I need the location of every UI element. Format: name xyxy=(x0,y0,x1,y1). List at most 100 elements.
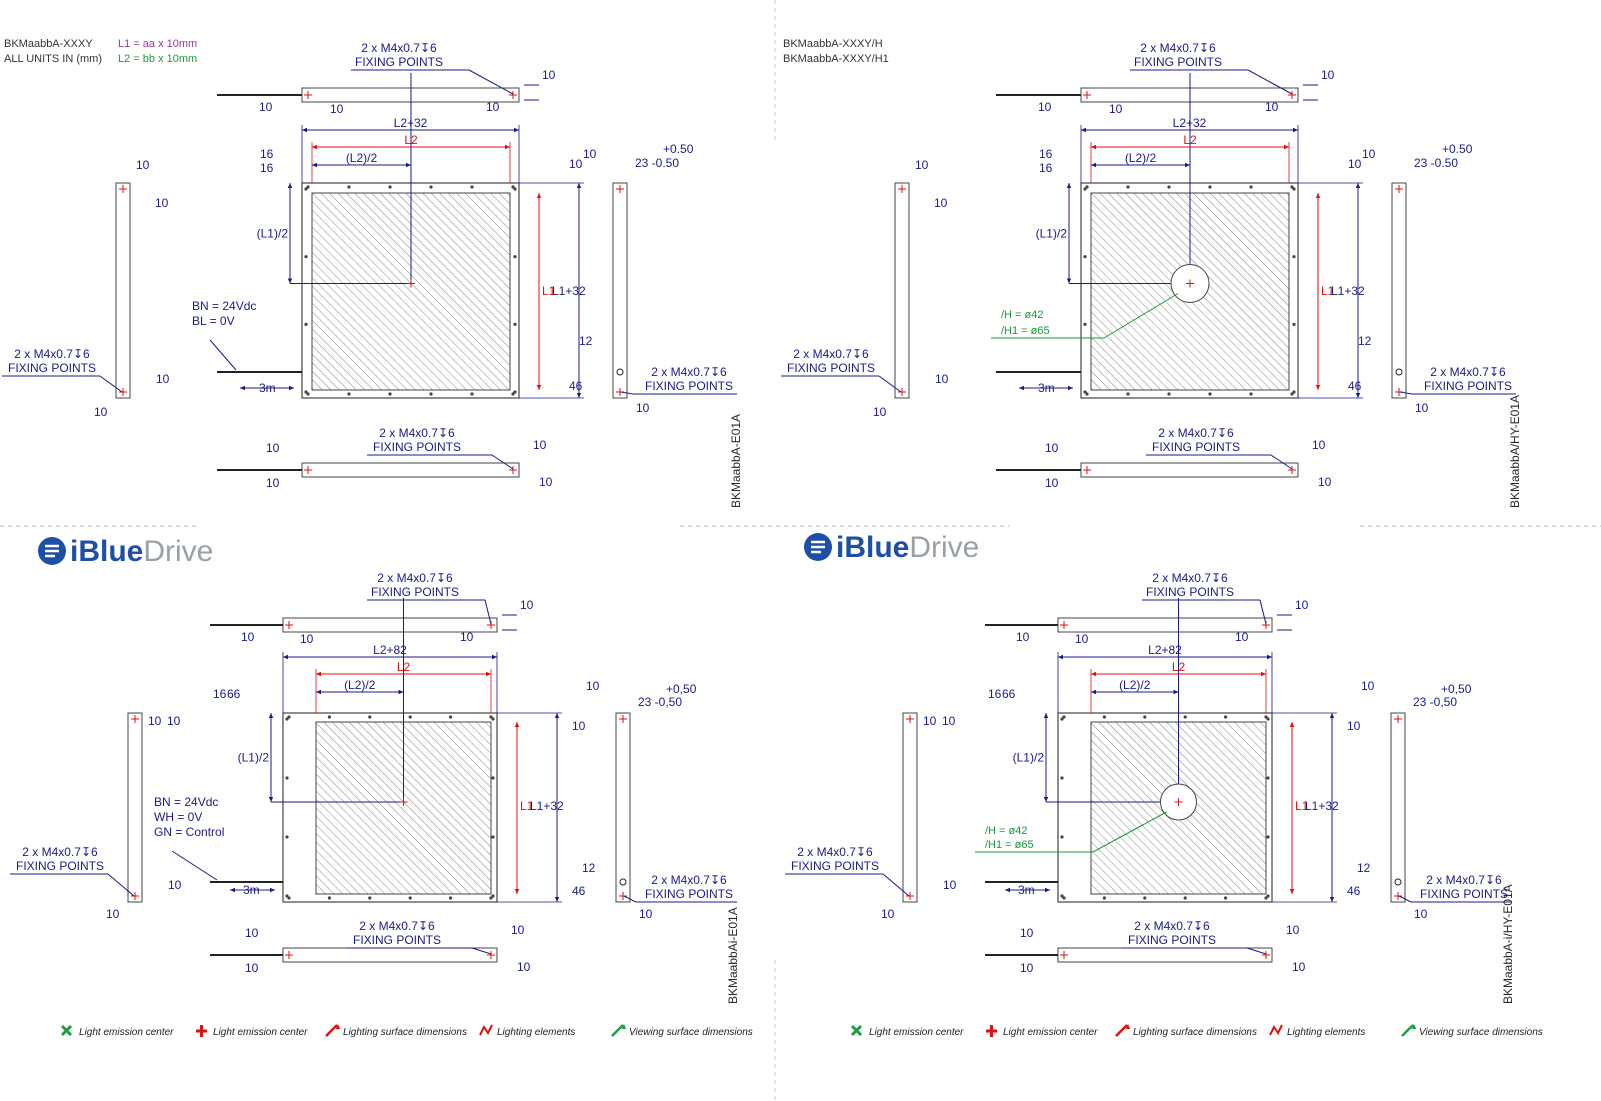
fixing-label: FIXING POINTS xyxy=(645,379,733,393)
fixing-hole xyxy=(1060,894,1064,898)
dimension-label: 10 xyxy=(1235,630,1249,644)
dimension-label: 10 xyxy=(1318,475,1332,489)
arrowhead xyxy=(554,897,560,902)
legend-item: Light emission center xyxy=(986,1025,1098,1038)
dimension-label: 10 xyxy=(1295,598,1309,612)
l2-label: L2 xyxy=(397,660,411,674)
connector-hole xyxy=(619,878,627,886)
arrowhead xyxy=(268,713,274,718)
leader-line xyxy=(1246,947,1267,955)
arrowhead xyxy=(514,722,520,727)
fixing-hole xyxy=(304,322,308,326)
dimension-label: 10 xyxy=(167,714,181,728)
offset-label: 16 xyxy=(260,161,274,175)
fixing-label: FIXING POINTS xyxy=(8,361,96,375)
half-l2-label: (L2)/2 xyxy=(344,678,376,692)
red-arrow-icon xyxy=(1115,1024,1128,1037)
fixing-hole xyxy=(1292,255,1296,259)
fixing-hole xyxy=(347,185,351,189)
dimension-label: 10 xyxy=(330,102,344,116)
dimension-label: 10 xyxy=(1292,960,1306,974)
fixing-label: FIXING POINTS xyxy=(373,440,461,454)
l1-label: L1 xyxy=(1321,284,1335,298)
fixing-hole xyxy=(1102,715,1106,719)
fixing-hole xyxy=(511,392,515,396)
l1-32-label: L1+32 xyxy=(552,284,586,298)
overall-width-label: L2+82 xyxy=(373,643,407,657)
arrowhead xyxy=(1045,887,1050,893)
right-strip-view xyxy=(1390,712,1406,903)
tolerance-lower-label: 23 -0,50 xyxy=(638,695,682,709)
fixing-hole xyxy=(287,896,291,900)
wiring-label: BL = 0V xyxy=(192,314,235,328)
arrowhead xyxy=(335,1024,341,1029)
arrowhead xyxy=(1293,127,1298,133)
dimension-label: 10 xyxy=(915,158,929,172)
legend-label: Lighting elements xyxy=(1287,1027,1365,1038)
l1-definition: L1 = aa x 10mm xyxy=(118,38,197,50)
legend-item: Viewing surface dimensions xyxy=(611,1024,753,1038)
tolerance-upper-label: +0.50 xyxy=(1442,142,1473,156)
fixing-spec: 2 x M4x0.7↧6 xyxy=(359,919,435,933)
legend-item: Light emission center xyxy=(196,1025,308,1038)
arrowhead xyxy=(406,162,411,168)
arrowhead xyxy=(1019,385,1024,391)
leader-line xyxy=(171,850,218,881)
fixing-spec: 2 x M4x0.7↧6 xyxy=(1134,919,1210,933)
drawing-code: BKMaabbAi-E01A xyxy=(726,907,740,1004)
arrowhead xyxy=(268,797,274,802)
arrowhead xyxy=(1185,162,1190,168)
fixing-hole xyxy=(1183,715,1187,719)
connector-hole xyxy=(1394,878,1402,886)
arrowhead xyxy=(1355,393,1361,398)
red-arrow-icon xyxy=(325,1024,338,1037)
fixing-hole xyxy=(429,185,433,189)
overall-width-label: L2+32 xyxy=(394,116,428,130)
arrowhead xyxy=(316,671,321,677)
fixing-hole xyxy=(1083,390,1087,394)
dimension-label: 12 xyxy=(1357,861,1371,875)
fixing-spec: 2 x M4x0.7↧6 xyxy=(1152,571,1228,585)
fixing-spec: 2 x M4x0.7↧6 xyxy=(1158,426,1234,440)
legend-label: Light emission center xyxy=(79,1027,174,1038)
fixing-spec: 2 x M4x0.7↧6 xyxy=(1430,365,1506,379)
fixing-hole xyxy=(429,392,433,396)
dimension-label: 10 xyxy=(1038,100,1052,114)
left-strip-view xyxy=(115,182,131,399)
leader-line xyxy=(878,375,902,393)
arrowhead xyxy=(1289,889,1295,894)
fixing-label: FIXING POINTS xyxy=(355,55,443,69)
fixing-hole xyxy=(285,894,289,898)
offset-label: 16 xyxy=(988,687,1002,701)
dimension-label: 10 xyxy=(636,401,650,415)
green-cross-icon xyxy=(60,1024,73,1037)
fixing-label: FIXING POINTS xyxy=(1152,440,1240,454)
fixing-label: FIXING POINTS xyxy=(1420,887,1508,901)
dimension-label: 10 xyxy=(935,372,949,386)
dimension-label: 10 xyxy=(1020,926,1034,940)
fixing-hole xyxy=(1292,390,1296,394)
fixing-hole xyxy=(1183,896,1187,900)
fixing-hole xyxy=(1167,185,1171,189)
offset-label: 16 xyxy=(1039,161,1053,175)
arrowhead xyxy=(1355,183,1361,188)
arrowhead xyxy=(1066,278,1072,284)
fixing-hole xyxy=(491,717,495,721)
arrowhead xyxy=(536,385,542,390)
l1-32-label: L1+32 xyxy=(1331,284,1365,298)
offset-label: 16 xyxy=(213,687,227,701)
arrowhead xyxy=(302,127,307,133)
dimension-label: 10 xyxy=(942,714,956,728)
dimension-label: 10 xyxy=(245,926,259,940)
fixing-hole xyxy=(511,185,515,189)
l2-label: L2 xyxy=(404,133,418,147)
fixing-spec: 2 x M4x0.7↧6 xyxy=(22,845,98,859)
fixing-label: FIXING POINTS xyxy=(787,361,875,375)
offset-label: 66 xyxy=(227,687,241,701)
arrowhead xyxy=(1043,713,1049,718)
half-l1-label: (L1)/2 xyxy=(257,226,289,240)
arrowhead xyxy=(312,162,317,168)
fixing-hole xyxy=(1085,392,1089,396)
fixing-hole xyxy=(513,390,517,394)
